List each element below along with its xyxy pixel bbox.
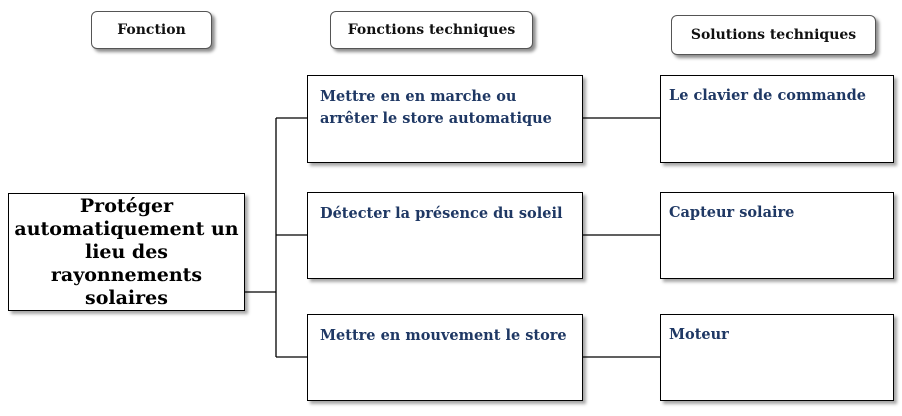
technical-solution-box: Capteur solaire (660, 192, 894, 279)
header-fonctions-techniques: Fonctions techniques (330, 11, 533, 49)
technical-solution-box: Le clavier de commande (660, 75, 894, 163)
technical-solution-text: Moteur (669, 326, 729, 343)
technical-solution-box: Moteur (660, 314, 894, 401)
header-solutions-techniques: Solutions techniques (671, 15, 876, 55)
main-function-box: Protéger automatiquement un lieu des ray… (8, 193, 245, 311)
technical-function-text: Mettre en mouvement le store (320, 327, 567, 344)
technical-function-box: Mettre en mouvement le store (307, 314, 583, 401)
technical-function-box: Mettre en en marche ou arrêter le store … (307, 75, 583, 163)
header-fonction: Fonction (91, 11, 212, 49)
technical-function-box: Détecter la présence du soleil (307, 192, 583, 279)
header-fonction-label: Fonction (117, 22, 186, 38)
main-function-text: Protéger automatiquement un lieu des ray… (14, 194, 239, 309)
technical-function-text: Détecter la présence du soleil (320, 205, 563, 222)
technical-solution-text: Capteur solaire (669, 204, 795, 221)
header-solutions-techniques-label: Solutions techniques (690, 27, 857, 43)
header-fonctions-techniques-label: Fonctions techniques (347, 22, 516, 38)
technical-solution-text: Le clavier de commande (669, 87, 866, 104)
technical-function-text: Mettre en en marche ou arrêter le store … (320, 88, 552, 127)
